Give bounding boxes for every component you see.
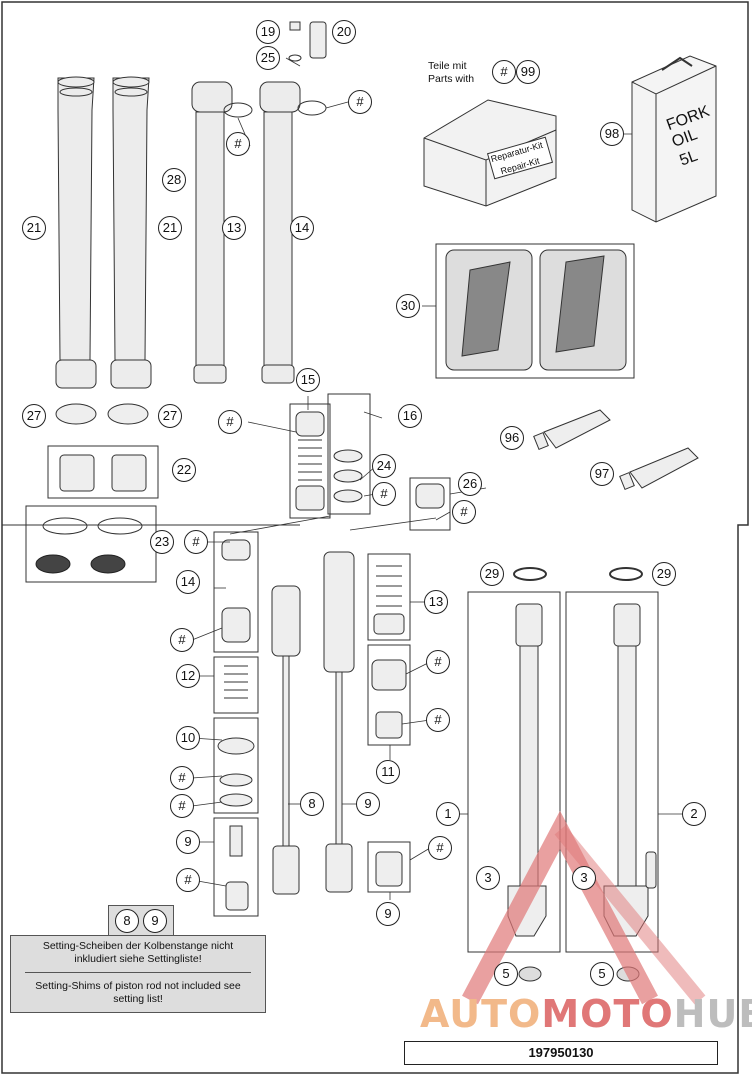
callout-26: 26 (458, 472, 482, 496)
parts-with-99: 99 (516, 60, 540, 84)
callout-27-left: 27 (22, 404, 46, 428)
setting-note-en: Setting-Shims of piston rod not included… (35, 980, 241, 1005)
callout-30: 30 (396, 294, 420, 318)
callout-12: 12 (176, 664, 200, 688)
callout-hash-l: # (426, 708, 450, 732)
setting-note-de: Setting-Scheiben der Kolbenstange nicht … (42, 940, 234, 965)
callout-27-right: 27 (158, 404, 182, 428)
callout-97: 97 (590, 462, 614, 486)
callout-hash-h: # (170, 766, 194, 790)
sticker-set (435, 243, 635, 379)
callout-21-left: 21 (22, 216, 46, 240)
watermark-hub: HUB (673, 992, 752, 1036)
callout-17: 13 (222, 216, 246, 240)
callout-29-left: 29 (480, 562, 504, 586)
callout-16: 16 (398, 404, 422, 428)
callout-11: 11 (376, 760, 400, 784)
callout-hash-f: # (452, 500, 476, 524)
callout-14: 14 (176, 570, 200, 594)
outer-tube-left (55, 76, 97, 389)
callout-21-right: 21 (158, 216, 182, 240)
callout-3-left: 3 (476, 866, 500, 890)
callout-18: 14 (290, 216, 314, 240)
callout-20: 20 (332, 20, 356, 44)
callout-hash-e: # (184, 530, 208, 554)
callout-24: 24 (372, 454, 396, 478)
callout-15: 15 (296, 368, 320, 392)
callout-hash-j: # (176, 868, 200, 892)
callout-23: 23 (150, 530, 174, 554)
callout-3-right: 3 (572, 866, 596, 890)
inner-tube-17 (191, 81, 233, 384)
callout-hash-k: # (426, 650, 450, 674)
callout-7: 9 (376, 902, 400, 926)
callout-hash-a: # (226, 132, 250, 156)
repair-kit-box (423, 99, 557, 207)
setting-note-part-9: 9 (143, 909, 167, 933)
outer-tube-right (110, 76, 152, 389)
callout-hash-g: # (170, 628, 194, 652)
oil-can (631, 55, 717, 223)
callout-6: 9 (176, 830, 200, 854)
callout-22: 22 (172, 458, 196, 482)
callout-1: 1 (436, 802, 460, 826)
watermark-moto: MOTO (541, 992, 674, 1036)
part-number: 197950130 (404, 1041, 718, 1065)
callout-hash-m: # (428, 836, 452, 860)
callout-2: 2 (682, 802, 706, 826)
callout-10: 10 (176, 726, 200, 750)
callout-9: 9 (356, 792, 380, 816)
callout-25: 25 (256, 46, 280, 70)
callout-29-right: 29 (652, 562, 676, 586)
setting-note-part-8: 8 (115, 909, 139, 933)
callout-19: 19 (256, 20, 280, 44)
setting-note-parts: 8 9 (108, 905, 174, 937)
callout-96: 96 (500, 426, 524, 450)
setting-note: Setting-Scheiben der Kolbenstange nicht … (10, 935, 266, 1013)
callout-hash-d: # (372, 482, 396, 506)
watermark-auto: AUTO (420, 992, 542, 1036)
callout-13: 13 (424, 590, 448, 614)
grease-tubes (533, 409, 699, 491)
callout-28: 28 (162, 168, 186, 192)
callout-hash-b: # (348, 90, 372, 114)
parts-with-de: Teile mit (428, 60, 467, 72)
watermark-logo: AUTOMOTOHUB (420, 992, 752, 1036)
parts-with-hash: # (492, 60, 516, 84)
callout-5-right: 5 (590, 962, 614, 986)
callout-hash-i: # (170, 794, 194, 818)
callout-98: 98 (600, 122, 624, 146)
callout-8: 8 (300, 792, 324, 816)
inner-tube-18 (259, 81, 301, 384)
callout-5-left: 5 (494, 962, 518, 986)
callout-hash-c: # (218, 410, 242, 434)
parts-with-en: Parts with (428, 73, 475, 85)
